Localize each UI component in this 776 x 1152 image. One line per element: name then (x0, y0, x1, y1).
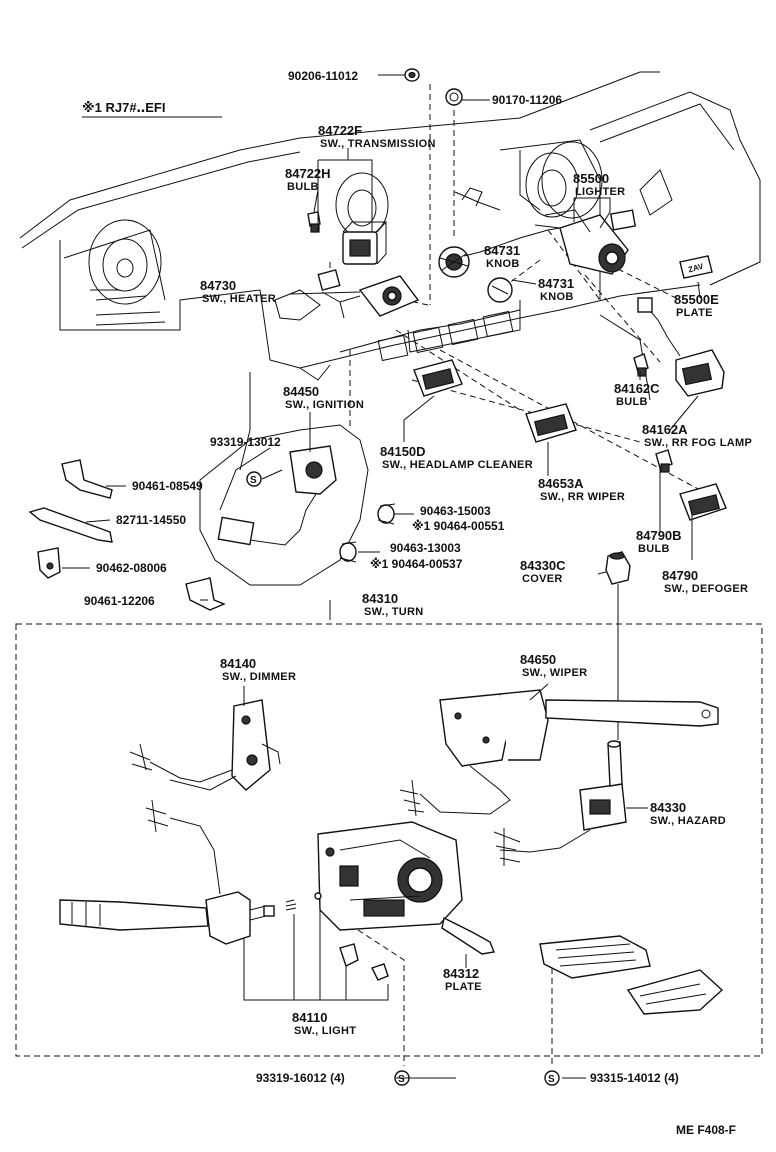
leader-lines-lower (243, 900, 553, 1066)
desc-84330C: COVER (522, 573, 563, 585)
cigar-lighter-85500 (454, 187, 637, 275)
desc-84722F: SW., TRANSMISSION (320, 138, 436, 150)
desc-85500E: PLATE (676, 307, 713, 319)
label-84722H: 84722H (285, 166, 331, 181)
label-90461-08549: 90461-08549 (132, 479, 203, 493)
desc-84722H: BULB (287, 181, 319, 193)
washer-90206 (404, 68, 420, 82)
bulb-84790B (655, 449, 673, 473)
label-84140: 84140 (220, 656, 256, 671)
heater-switch-84730 (317, 269, 420, 319)
plate-84312 (441, 916, 495, 955)
clamp-90463-13003 (339, 541, 357, 563)
desc-84653A: SW., RR WIPER (540, 491, 625, 503)
bracket-82711 (28, 507, 113, 543)
bulb-84722H (307, 211, 321, 233)
label-84730: 84730 (200, 278, 236, 293)
label-90464-00537: ※1 90464-00537 (370, 557, 463, 571)
desc-85500: LIGHTER (575, 186, 625, 198)
knob-84731-b (487, 277, 513, 303)
label-85500E: 85500E (674, 292, 719, 307)
desc-84310: SW., TURN (364, 606, 424, 618)
desc-84150D: SW., HEADLAMP CLEANER (382, 459, 533, 471)
label-84731-a: 84731 (484, 243, 520, 258)
figure-code: ME F408-F (676, 1123, 736, 1137)
clamp-90463-15003 (377, 503, 396, 525)
label-84790: 84790 (662, 568, 698, 583)
label-93315-14012: 93315-14012 (4) (590, 1071, 679, 1085)
label-84312: 84312 (443, 966, 479, 981)
ignition-switch-84450 (217, 445, 337, 546)
dimmer-switch-84140 (129, 699, 281, 791)
label-84731-b: 84731 (538, 276, 574, 291)
label-90462-08006: 90462-08006 (96, 561, 167, 575)
label-93319-16012: 93319-16012 (4) (256, 1071, 345, 1085)
wiper-switch-84650 (399, 689, 719, 817)
desc-84650: SW., WIPER (522, 667, 587, 679)
label-84650: 84650 (520, 652, 556, 667)
part-labels: 90206-11012 90170-11206 84722F SW., TRAN… (84, 69, 752, 1137)
clamp-90462-08006 (37, 547, 61, 579)
desc-84731-b: KNOB (540, 291, 574, 303)
svg-text:S: S (548, 1074, 555, 1085)
knob-84731-a (438, 246, 470, 278)
turn-switch-assembly-box (15, 623, 763, 1057)
label-93319-13012: 93319-13012 (210, 435, 281, 449)
s-marker-93315-14012: S (544, 1070, 560, 1086)
svg-text:S: S (398, 1074, 405, 1085)
label-84110: 84110 (292, 1010, 327, 1025)
connector-parts (539, 935, 724, 1015)
desc-84790: SW., DEFOGER (664, 583, 748, 595)
callout-lines (62, 74, 701, 1079)
label-84162A: 84162A (642, 422, 688, 437)
desc-84140: SW., DIMMER (222, 671, 296, 683)
label-84790B: 84790B (636, 528, 682, 543)
rr-wiper-switch-84653A (525, 403, 577, 443)
turn-switch-body-84310 (317, 821, 463, 931)
svg-text:S: S (250, 475, 257, 486)
desc-84330: SW., HAZARD (650, 815, 726, 827)
plate-85500E: ZAV (679, 255, 713, 279)
label-84653A: 84653A (538, 476, 584, 491)
desc-84790B: BULB (638, 543, 670, 555)
label-90463-15003: 90463-15003 (420, 504, 491, 518)
label-84310: 84310 (362, 591, 398, 606)
rr-fog-switch-84162A (637, 297, 725, 397)
hazard-switch-84330 (493, 740, 627, 866)
bulb-84162C (633, 353, 649, 377)
label-84162C: 84162C (614, 381, 660, 396)
label-90461-12206: 90461-12206 (84, 594, 155, 608)
label-84330: 84330 (650, 800, 686, 815)
light-switch-lever-84110 (59, 799, 389, 981)
nut-90170 (445, 88, 463, 106)
svg-text:ZAV: ZAV (687, 262, 705, 275)
desc-84730: SW., HEATER (202, 293, 276, 305)
transmission-switch-84722F (342, 221, 388, 265)
desc-84450: SW., IGNITION (285, 399, 364, 411)
label-85500: 85500 (573, 171, 609, 186)
s-marker-93319-13012: S (246, 471, 262, 487)
label-90170-11206: 90170-11206 (492, 93, 562, 107)
desc-84110: SW., LIGHT (294, 1025, 356, 1037)
clamp-90461-12206 (185, 577, 226, 611)
clamp-90461-08549 (61, 459, 113, 499)
desc-84162A: SW., RR FOG LAMP (644, 437, 752, 449)
label-82711-14550: 82711-14550 (116, 513, 186, 527)
desc-84731-a: KNOB (486, 258, 520, 270)
dashboard-panel (19, 71, 761, 620)
label-84330C: 84330C (520, 558, 566, 573)
label-90206-11012: 90206-11012 (288, 69, 358, 83)
label-90464-00551: ※1 90464-00551 (412, 519, 505, 533)
header-note: ※1 RJ7#‥EFI (82, 100, 165, 115)
label-84722F: 84722F (318, 123, 362, 138)
label-90463-13003: 90463-13003 (390, 541, 461, 555)
headlamp-cleaner-switch-84150D (413, 359, 463, 397)
desc-84162C: BULB (616, 396, 648, 408)
label-84450: 84450 (283, 384, 319, 399)
defogger-switch-84790 (679, 483, 727, 521)
desc-84312: PLATE (445, 981, 482, 993)
label-84150D: 84150D (380, 444, 426, 459)
